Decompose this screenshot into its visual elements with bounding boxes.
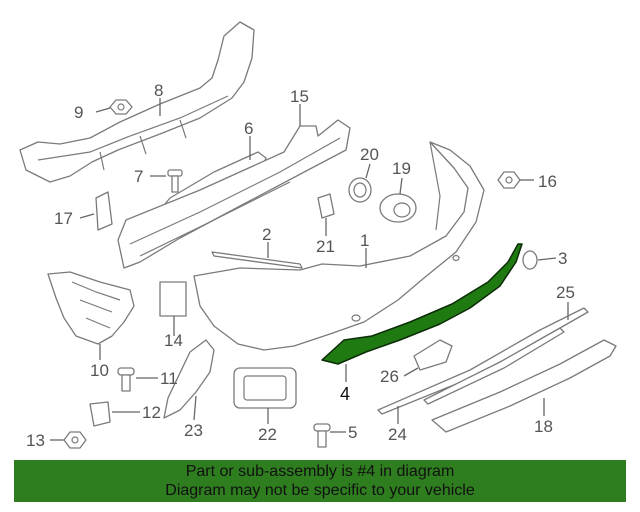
callout-18: 18 bbox=[534, 417, 553, 436]
callout-12: 12 bbox=[142, 403, 161, 422]
part-4-lower-molding bbox=[321, 243, 523, 365]
callout-23: 23 bbox=[184, 421, 203, 440]
part-8-reinforcement bbox=[19, 21, 255, 183]
callout-14: 14 bbox=[164, 331, 183, 350]
part-16-nut bbox=[497, 171, 521, 189]
part-24-trim bbox=[423, 327, 565, 405]
callout-8: 8 bbox=[154, 81, 163, 100]
part-26-bracket bbox=[413, 339, 453, 371]
callout-2: 2 bbox=[262, 225, 271, 244]
part-21-holder bbox=[317, 193, 335, 219]
callout-24: 24 bbox=[388, 425, 407, 444]
part-20-grommet bbox=[348, 177, 372, 203]
callout-15: 15 bbox=[290, 87, 309, 106]
callout-20: 20 bbox=[360, 145, 379, 164]
part-14-plate bbox=[159, 281, 187, 317]
callout-13: 13 bbox=[26, 431, 45, 450]
callout-5: 5 bbox=[348, 423, 357, 442]
leader-lines bbox=[50, 98, 569, 441]
callout-3: 3 bbox=[558, 249, 567, 268]
part-23-deflector bbox=[163, 339, 215, 419]
part-5-bolt bbox=[313, 423, 331, 448]
part-9-nut bbox=[109, 99, 133, 115]
callout-4: 4 bbox=[340, 384, 350, 404]
parts-diagram: 9 8 7 6 17 15 2 1 20 19 21 16 3 10 14 11… bbox=[19, 21, 617, 450]
callout-7: 7 bbox=[134, 167, 143, 186]
callout-16: 16 bbox=[538, 172, 557, 191]
part-18-panel bbox=[431, 339, 617, 433]
banner-line-1: Part or sub-assembly is #4 in diagram bbox=[185, 463, 455, 480]
callout-11: 11 bbox=[160, 369, 178, 388]
part-25-trim-strip bbox=[377, 307, 589, 415]
part-19-sensor bbox=[379, 193, 417, 223]
part-13-nut bbox=[63, 431, 87, 449]
callout-6: 6 bbox=[244, 119, 253, 138]
banner-line-2: Diagram may not be specific to your vehi… bbox=[165, 482, 475, 499]
callout-22: 22 bbox=[258, 425, 277, 444]
callout-21: 21 bbox=[316, 237, 335, 256]
callout-26: 26 bbox=[380, 367, 399, 386]
callout-labels: 9 8 7 6 17 15 2 1 20 19 21 16 3 10 14 11… bbox=[26, 81, 575, 450]
part-11-screw bbox=[117, 367, 135, 392]
callout-19: 19 bbox=[392, 159, 411, 178]
part-3-clip bbox=[522, 250, 538, 270]
part-17-bracket bbox=[95, 191, 113, 231]
callout-10: 10 bbox=[90, 361, 109, 380]
callout-9: 9 bbox=[74, 103, 83, 122]
part-2-molding bbox=[211, 251, 303, 269]
callout-1: 1 bbox=[360, 231, 369, 250]
callout-25: 25 bbox=[556, 283, 575, 302]
info-banner: Part or sub-assembly is #4 in diagram Di… bbox=[14, 460, 626, 502]
part-7-bolt bbox=[167, 169, 183, 193]
part-12-clip bbox=[89, 401, 111, 427]
callout-17: 17 bbox=[54, 209, 73, 228]
part-10-side-bracket bbox=[47, 271, 135, 345]
part-15-carrier bbox=[117, 119, 351, 269]
part-22-module bbox=[233, 367, 297, 409]
part-1-bumper-cover bbox=[193, 141, 485, 351]
